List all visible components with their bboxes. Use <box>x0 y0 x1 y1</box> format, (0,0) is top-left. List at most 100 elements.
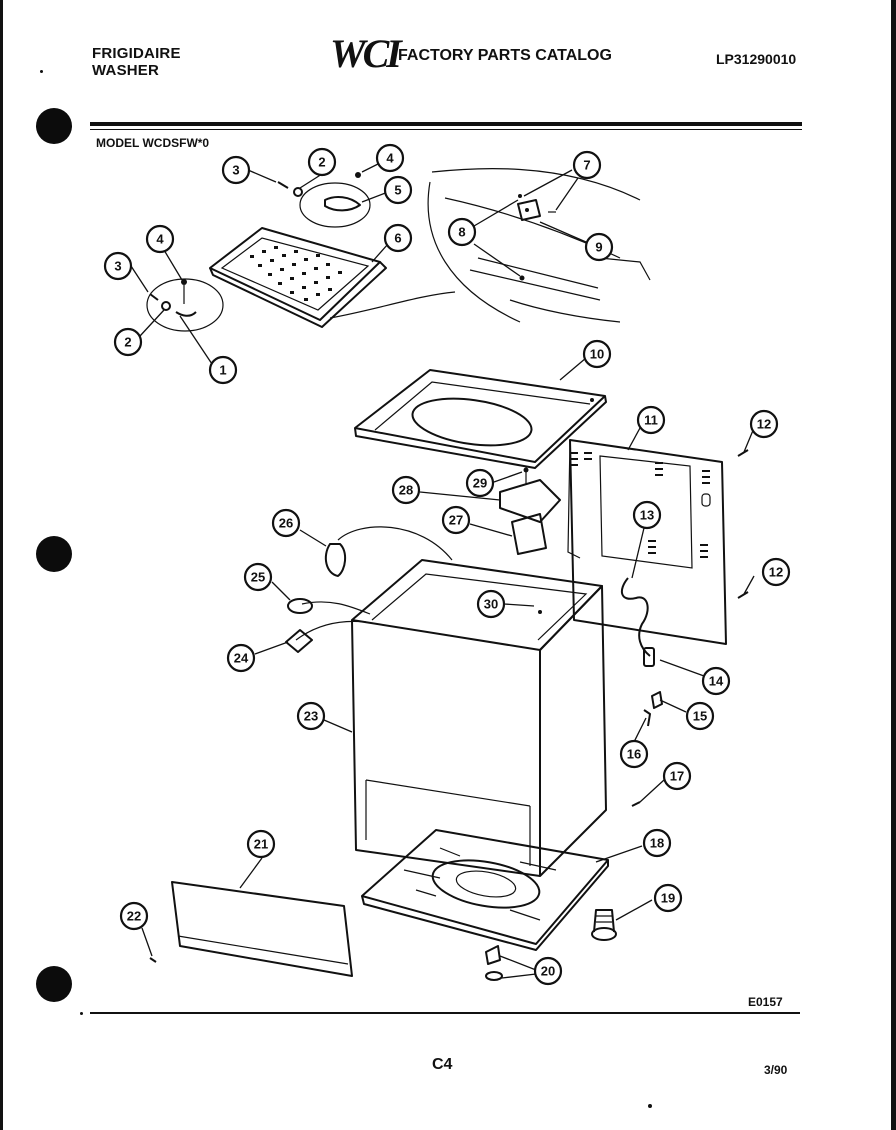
callout-2b: 2 <box>113 327 143 357</box>
page-border-right <box>891 0 896 1130</box>
svg-text:15: 15 <box>693 709 707 724</box>
callout-9: 9 <box>584 232 614 262</box>
svg-text:16: 16 <box>627 747 641 762</box>
wire-part <box>643 709 651 727</box>
callout-3b: 3 <box>103 251 133 281</box>
svg-text:25: 25 <box>251 570 265 585</box>
wci-logo: WCI <box>330 31 402 76</box>
header-rule-thin <box>90 129 802 130</box>
callout-12b: 12 <box>761 557 791 587</box>
callout-28: 28 <box>391 475 421 505</box>
callout-5: 5 <box>383 175 413 205</box>
svg-text:18: 18 <box>650 836 664 851</box>
hose-and-clips <box>285 526 453 653</box>
hinge-bracket <box>517 194 556 281</box>
svg-text:27: 27 <box>449 513 463 528</box>
svg-text:14: 14 <box>709 674 724 689</box>
callout-27: 27 <box>441 505 471 535</box>
svg-text:28: 28 <box>399 483 413 498</box>
callout-21: 21 <box>246 829 276 859</box>
callout-25: 25 <box>243 562 273 592</box>
svg-text:11: 11 <box>644 413 658 428</box>
washer-base <box>361 829 609 951</box>
svg-text:21: 21 <box>254 837 268 852</box>
callout-26: 26 <box>271 508 301 538</box>
svg-text:13: 13 <box>640 508 654 523</box>
callout-29: 29 <box>465 468 495 498</box>
catalog-title: FACTORY PARTS CATALOG <box>398 47 612 64</box>
callout-16: 16 <box>619 739 649 769</box>
svg-text:3: 3 <box>232 163 239 178</box>
speck <box>648 1104 652 1108</box>
speck <box>80 1012 83 1015</box>
washer-lid <box>209 227 387 328</box>
svg-text:4: 4 <box>386 151 394 166</box>
svg-text:2: 2 <box>318 155 325 170</box>
binder-hole-middle <box>36 536 72 572</box>
svg-text:2: 2 <box>124 335 131 350</box>
catalog-number: LP31290010 <box>716 51 797 67</box>
svg-text:9: 9 <box>595 240 602 255</box>
svg-text:8: 8 <box>458 225 465 240</box>
callout-19: 19 <box>653 883 683 913</box>
clip-part <box>651 691 663 709</box>
svg-text:1: 1 <box>219 363 226 378</box>
svg-text:30: 30 <box>484 597 498 612</box>
svg-text:12: 12 <box>757 417 771 432</box>
page-number: C4 <box>432 1056 453 1073</box>
hinge-detail-circle-right <box>299 182 371 228</box>
callout-7: 7 <box>572 150 602 180</box>
svg-text:29: 29 <box>473 476 487 491</box>
back-panel <box>567 439 727 645</box>
hinge-hardware <box>149 172 361 317</box>
svg-text:3: 3 <box>114 259 121 274</box>
front-panel <box>171 881 353 977</box>
header-rule-thick <box>90 122 802 126</box>
brand-name: FRIGIDAIRE <box>92 45 181 62</box>
screw-upper <box>737 449 749 457</box>
product-type: WASHER <box>92 62 160 79</box>
callout-10: 10 <box>582 339 612 369</box>
leader-lines <box>130 163 755 979</box>
callout-24: 24 <box>226 643 256 673</box>
svg-text:20: 20 <box>541 964 555 979</box>
speck <box>40 70 43 73</box>
diagram-code: E0157 <box>748 995 783 1009</box>
screw-part <box>631 801 641 807</box>
revision-date: 3/90 <box>764 1063 788 1077</box>
svg-text:6: 6 <box>394 231 401 246</box>
callout-3: 3 <box>221 155 251 185</box>
callout-20: 20 <box>533 956 563 986</box>
callout-15: 15 <box>685 701 715 731</box>
callout-12: 12 <box>749 409 779 439</box>
svg-text:17: 17 <box>670 769 684 784</box>
foot-pad <box>485 971 503 981</box>
front-screw <box>149 957 157 963</box>
callout-22: 22 <box>119 901 149 931</box>
hinge-detail-circle-left <box>146 278 224 332</box>
callout-8: 8 <box>447 217 477 247</box>
leveling-foot <box>591 909 617 941</box>
model-label: MODEL WCDSFW*0 <box>96 136 210 150</box>
power-plug <box>643 647 655 667</box>
svg-text:4: 4 <box>156 232 164 247</box>
svg-text:19: 19 <box>661 891 675 906</box>
svg-text:23: 23 <box>304 709 318 724</box>
switch-bracket <box>499 467 561 555</box>
callout-13: 13 <box>632 500 662 530</box>
svg-text:10: 10 <box>590 347 604 362</box>
callout-1: 1 <box>208 355 238 385</box>
callout-14: 14 <box>701 666 731 696</box>
svg-text:22: 22 <box>127 909 141 924</box>
page-border-left <box>0 0 3 1130</box>
callout-17: 17 <box>662 761 692 791</box>
callout-2: 2 <box>307 147 337 177</box>
binder-hole-top <box>36 108 72 144</box>
top-panel <box>354 369 607 469</box>
callout-4: 4 <box>375 143 405 173</box>
svg-text:26: 26 <box>279 516 293 531</box>
svg-text:7: 7 <box>583 158 590 173</box>
svg-text:24: 24 <box>234 651 249 666</box>
foot-bracket <box>485 945 501 965</box>
